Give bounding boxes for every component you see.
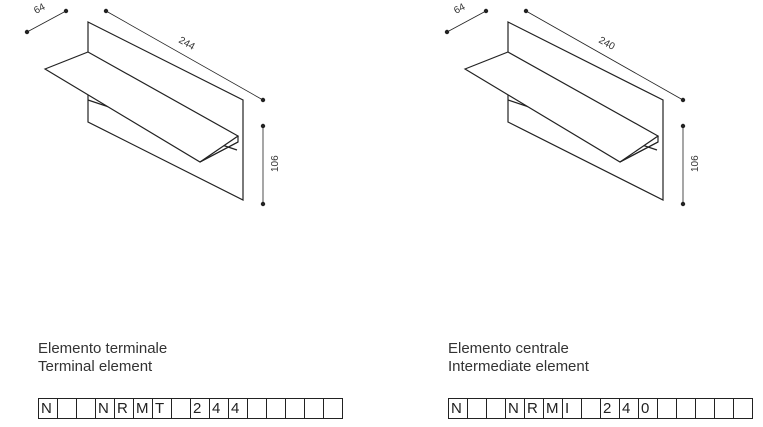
code-cell: 2 [190,398,210,419]
code-cell: 4 [228,398,248,419]
code-cell [266,398,286,419]
dimension-lines [444,8,686,207]
code-cell: N [38,398,58,419]
code-cell [714,398,734,419]
dim-depth-label: 64 [452,2,467,17]
code-cell [323,398,343,419]
code-cell: T [152,398,172,419]
code-cell [285,398,305,419]
shelf-outline [463,21,664,201]
code-cell: 2 [600,398,620,419]
dim-height-label: 106 [690,155,701,172]
shelf-outline [43,21,244,201]
caption-italian: Elemento centrale [448,340,569,357]
product-code-intermediate: N N R M I 2 4 0 [448,398,753,419]
code-cell [57,398,77,419]
code-row: N N R M I 2 4 0 [448,398,753,419]
caption-italian: Elemento terminale [38,340,168,357]
code-cell: 0 [638,398,658,419]
dimension-lines [24,8,266,207]
code-cell [581,398,601,419]
code-cell: M [543,398,563,419]
code-cell: 4 [619,398,639,419]
code-cell [76,398,96,419]
caption-intermediate: Elemento centrale Intermediate element [448,340,589,376]
code-row: N N R M T 2 4 4 [38,398,343,419]
caption-english: Terminal element [38,358,153,375]
code-cell [304,398,324,419]
code-cell [676,398,696,419]
product-code-terminal: N N R M T 2 4 4 [38,398,343,419]
shelf-drawing-intermediate: 64 240 106 [444,2,701,207]
code-cell: M [133,398,153,419]
code-cell [657,398,677,419]
code-cell: N [448,398,468,419]
code-cell: 4 [209,398,229,419]
code-cell: I [562,398,582,419]
code-cell [247,398,267,419]
code-cell [486,398,506,419]
code-cell [695,398,715,419]
code-cell [733,398,753,419]
code-cell: R [524,398,544,419]
shelf-drawing-terminal: 64 244 106 [24,2,281,207]
code-cell [467,398,487,419]
dim-length-label: 240 [597,35,617,53]
dim-length-label: 244 [177,35,197,53]
dim-height-label: 106 [270,155,281,172]
code-cell: N [95,398,115,419]
caption-english: Intermediate element [448,358,589,375]
caption-terminal: Elemento terminale Terminal element [38,340,167,376]
code-cell: R [114,398,134,419]
code-cell: N [505,398,525,419]
dim-depth-label: 64 [32,2,47,17]
code-cell [171,398,191,419]
